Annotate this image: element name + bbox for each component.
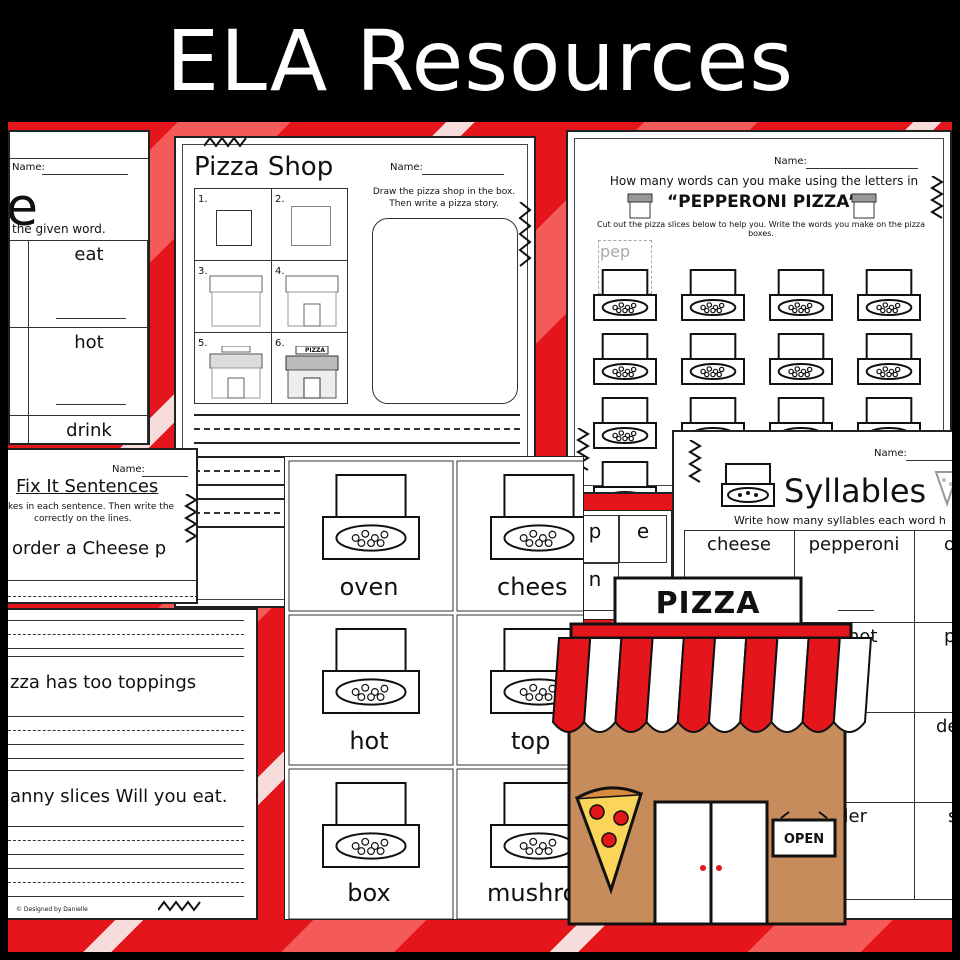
pizza-box-icon [593, 397, 657, 449]
shop-sign: PIZZA [655, 585, 761, 621]
zigzag-decoration [518, 202, 532, 267]
zigzag-decoration [184, 494, 196, 543]
phrase: “PEPPERONI PIZZA” [667, 192, 859, 212]
syllable-word: pepperoni [808, 534, 900, 555]
vocabulary-word-cards: oven chees hot top box mushro [284, 456, 584, 920]
zigzag-decoration [688, 440, 702, 483]
pizza-box-icon [322, 782, 420, 868]
shop-step-sign-icon [209, 346, 263, 399]
shop-step-awning-icon [209, 275, 263, 327]
instruction: Draw the pizza shop in the box. Then wri… [372, 187, 516, 209]
pizza-box-icon [769, 333, 833, 385]
banner-title: ELA Resources [166, 12, 794, 110]
shop-icon [851, 193, 877, 219]
pizza-shop-illustration [551, 576, 873, 926]
question: How many words can you make using the le… [609, 174, 919, 188]
story-drawing-box [372, 218, 518, 404]
shop-icon [627, 193, 653, 219]
pizza-box-icon [322, 474, 420, 560]
zigzag-decoration [158, 900, 201, 912]
sentence: order a Cheese p [12, 538, 167, 559]
word-card-label: oven [339, 573, 399, 601]
name-label: Name: [390, 162, 423, 173]
slice-letter: e [636, 519, 650, 543]
name-label: Name: [874, 448, 907, 459]
step-number: 1. [198, 194, 208, 205]
pizza-box-icon [681, 333, 745, 385]
word-card-label: box [347, 879, 391, 907]
word-cell: drink [66, 420, 112, 441]
step-number: 6. [275, 338, 285, 349]
pizza-box-grid [593, 269, 921, 492]
word-cell: hot [74, 332, 104, 353]
pizza-box-icon [593, 461, 657, 492]
syllable-word: s [948, 806, 952, 827]
pizza-box-icon [681, 269, 745, 321]
instruction: the given word. [12, 222, 106, 236]
awning-stripe [832, 637, 873, 733]
sentence: zza has too toppings [10, 672, 197, 693]
name-label: Name: [12, 162, 45, 173]
sheet-title: Syllables [784, 472, 927, 510]
sheet-title: Pizza Shop [194, 152, 334, 182]
shop-step-box [291, 206, 331, 246]
step-number: 3. [198, 266, 208, 277]
word-card-label: chees [497, 573, 568, 601]
pizza-box-icon [857, 269, 921, 321]
zigzag-decoration [204, 138, 247, 148]
name-line [42, 174, 128, 175]
word-card-label: mushro [487, 879, 578, 907]
name-label: Name: [774, 156, 807, 167]
shop-step-door-icon [285, 275, 339, 327]
pizza-box-icon [322, 628, 420, 714]
syllable-word: cheese [707, 534, 771, 555]
heading-fragment: e [8, 178, 38, 238]
shop-step-square [216, 210, 252, 246]
striped-awning [551, 637, 873, 733]
step-number: 5. [198, 338, 208, 349]
syllable-word: p [944, 626, 952, 647]
step-number: 2. [275, 194, 285, 205]
pizza-box-icon [490, 474, 583, 560]
zigzag-decoration [930, 176, 944, 219]
pizza-box-icon [721, 463, 775, 507]
divider [10, 158, 148, 159]
slice-letter: n [588, 567, 602, 591]
instruction-line: correctly on the lines. [34, 514, 132, 524]
striped-background: Name: e the given word. eat hot drink Pi… [8, 122, 952, 952]
open-sign: OPEN [783, 831, 825, 847]
pizza-box-icon [593, 333, 657, 385]
shop-sign-text: PIZZA [305, 347, 325, 354]
word-cell: eat [74, 244, 104, 265]
worksheet-fix-it-lines: zza has too toppings anny slices Will yo… [8, 608, 258, 920]
pizza-slice-icon [934, 471, 952, 508]
pizza-box-icon [593, 269, 657, 321]
worksheet-fix-it-sentences: Name: Fix It Sentences kes in each sente… [8, 448, 198, 604]
name-label: Name: [112, 464, 145, 475]
word-card-label: top [511, 727, 551, 755]
sheet-title: Fix It Sentences [16, 476, 159, 497]
shop-step-complete-icon [285, 346, 339, 399]
step-number: 4. [275, 266, 285, 277]
pizza-box-icon [857, 333, 921, 385]
word-card-label: hot [349, 727, 389, 755]
pizza-box-icon [769, 269, 833, 321]
instruction: Write how many syllables each word h [734, 514, 946, 527]
instruction: Cut out the pizza slices below to help y… [596, 220, 926, 238]
word-card-grid [288, 460, 583, 919]
worksheet-left-top: Name: e the given word. eat hot drink [8, 130, 150, 445]
footer-credit: © Designed by Danielle [16, 906, 88, 913]
instruction-line: kes in each sentence. Then write the [8, 502, 175, 512]
sentence: anny slices Will you eat. [10, 786, 228, 807]
word-table [10, 240, 148, 443]
slice-letter: p [588, 519, 602, 543]
syllable-word: o [944, 534, 952, 555]
sample-word: pep [600, 242, 631, 261]
syllable-word: de [936, 716, 952, 737]
